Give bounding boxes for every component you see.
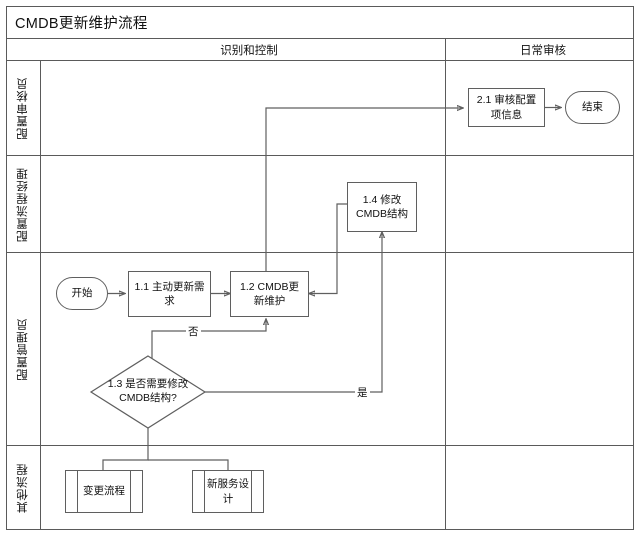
node-14-label: 1.4 修改CMDB结构 <box>356 193 408 220</box>
node-11-label: 1.1 主动更新需求 <box>134 280 205 307</box>
node-new-service-design-label: 新服务设计 <box>207 478 249 505</box>
edge-label-no: 否 <box>186 324 201 339</box>
edge-13-no-to-12 <box>151 319 266 377</box>
node-12-label: 1.2 CMDB更新维护 <box>240 280 299 307</box>
node-21-label: 2.1 审核配置项信息 <box>476 94 537 121</box>
edge-new-service-design-to-join <box>148 459 229 470</box>
lane-label-divider <box>40 61 41 530</box>
lane-config-administrator: 配置管理员 <box>6 253 634 446</box>
edge-14-to-12 <box>309 203 347 294</box>
diagram-title-band: CMDB更新维护流程 <box>6 6 634 39</box>
phase-header-daily-audit: 日常审核 <box>520 45 566 57</box>
node-12-cmdb-update-maintenance[interactable]: 1.2 CMDB更新维护 <box>230 271 309 317</box>
node-21-audit-ci-information[interactable]: 2.1 审核配置项信息 <box>468 88 545 127</box>
phase-header-band: 识别和控制 日常审核 <box>6 39 634 61</box>
edge-change-process-to-13 <box>102 408 148 470</box>
node-11-active-update-request[interactable]: 1.1 主动更新需求 <box>128 271 211 317</box>
node-new-service-design[interactable]: 新服务设计 <box>192 470 264 513</box>
lane-config-auditor: 配置审核员 <box>6 61 634 156</box>
node-start-label: 开始 <box>71 287 93 300</box>
node-13-decision-label[interactable]: 1.3 是否需要修改CMDB结构? <box>100 362 196 422</box>
node-change-process-label: 变更流程 <box>83 485 125 498</box>
page-title: CMDB更新维护流程 <box>15 15 148 32</box>
node-13-label: 1.3 是否需要修改CMDB结构? <box>107 378 189 404</box>
node-change-process[interactable]: 变更流程 <box>65 470 143 513</box>
lane-config-process-manager: 配置流程经理 <box>6 156 634 253</box>
node-end-label: 结束 <box>582 101 603 114</box>
phase-header-identify-control: 识别和控制 <box>220 45 278 57</box>
node-14-modify-cmdb-structure[interactable]: 1.4 修改CMDB结构 <box>347 182 417 232</box>
decision-13-shape <box>89 355 207 429</box>
phase-column-divider <box>445 39 446 530</box>
node-end[interactable]: 结束 <box>565 91 620 124</box>
edge-label-yes: 是 <box>355 385 370 400</box>
edge-13-yes-to-14 <box>205 232 382 393</box>
edge-12-to-21 <box>265 108 463 272</box>
node-start[interactable]: 开始 <box>56 277 108 310</box>
